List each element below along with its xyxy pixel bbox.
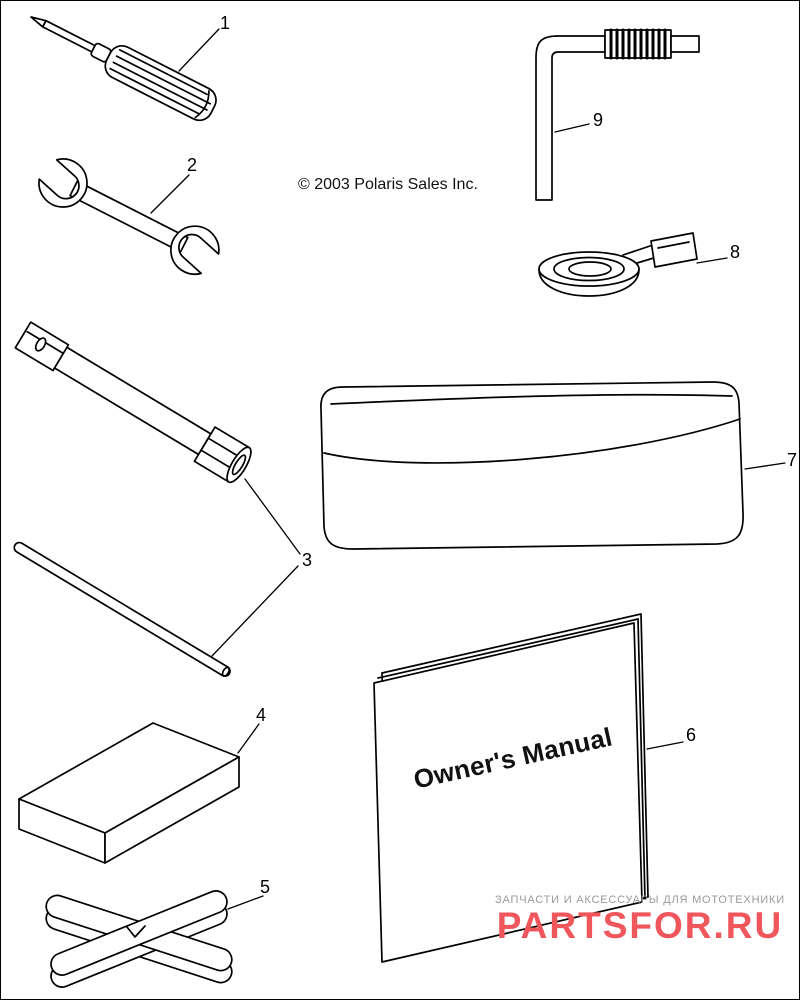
callout-label-1: 1 (220, 13, 231, 33)
watermark-tagline-text: ЗАПЧАСТИ И АКСЕССУАРЫ ДЛЯ МОТОТЕХНИКИ (495, 894, 785, 906)
leader-3b (211, 565, 299, 657)
owners-manual-drawing (373, 613, 649, 963)
callout-label-5: 5 (260, 877, 271, 897)
leader-8 (696, 257, 728, 264)
copyright-text: © 2003 Polaris Sales Inc. (298, 176, 478, 193)
leader-5 (227, 895, 264, 910)
callout-label-2: 2 (187, 155, 198, 175)
leader-9 (554, 123, 590, 133)
callout-label-7: 7 (787, 450, 798, 470)
leader-2 (150, 174, 190, 214)
leader-4 (237, 723, 260, 754)
leader-3a (244, 478, 301, 555)
flat-block-drawing (18, 722, 240, 864)
tommy-bar-rod-drawing (13, 541, 231, 678)
leader-lines (150, 28, 786, 910)
callout-label-4: 4 (256, 705, 267, 725)
callout-label-3: 3 (302, 550, 313, 570)
callout-label-6: 6 (686, 725, 697, 745)
open-end-wrench-drawing (38, 158, 220, 276)
leader-6 (646, 741, 684, 750)
watermark-brand-text: PARTSFOR.RU (496, 905, 784, 946)
leader-1 (178, 28, 220, 72)
screwdriver-drawing (30, 16, 217, 122)
tool-pouch-drawing (320, 381, 744, 550)
callout-label-9: 9 (593, 110, 604, 130)
callout-label-8: 8 (730, 242, 741, 262)
spark-plug-wrench-drawing (14, 321, 252, 484)
strap-roll-drawing (538, 232, 698, 297)
x-shaped-tool-drawing (45, 890, 233, 988)
leader-7 (744, 462, 786, 470)
watermark: ЗАПЧАСТИ И АКСЕССУАРЫ ДЛЯ МОТОТЕХНИКИ PA… (491, 894, 789, 947)
hex-key-drawing (535, 28, 700, 201)
